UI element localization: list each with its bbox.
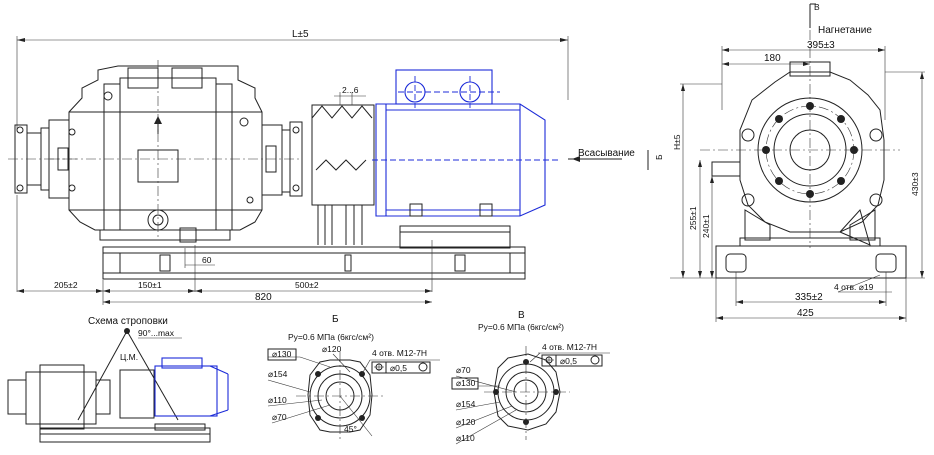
- motor-base: [399, 225, 511, 249]
- inlet-flange-left: [8, 119, 80, 199]
- dim-335: 335±2: [795, 292, 823, 303]
- overall-length-label: L±5: [292, 29, 309, 40]
- dim-395: 395±3: [807, 40, 835, 51]
- flange-view-v: В Pу=0.6 МПа (6кгс/см²) 4 отв. М12-7Н ⌀0…: [451, 310, 610, 445]
- view-b-title: Б: [332, 314, 339, 325]
- end-view-base: [715, 245, 907, 279]
- dim-150: 150±1: [138, 280, 162, 290]
- flange-view-b: Б Pу=0.6 МПа (6кгс/см²) ⌀130 ⌀154 ⌀110 ⌀…: [267, 314, 440, 442]
- discharge-label: Нагнетание: [818, 25, 872, 36]
- coupling: 2...6: [311, 85, 375, 245]
- sling-title: Схема строповки: [88, 316, 168, 327]
- b-d130: ⌀130: [272, 349, 292, 359]
- pressure-v: Pу=0.6 МПа (6кгс/см²): [478, 322, 564, 332]
- v-d70: ⌀70: [456, 365, 471, 375]
- dim-425: 425: [797, 308, 814, 319]
- v-d130: ⌀130: [456, 378, 476, 388]
- pressure-b: Pу=0.6 МПа (6кгс/см²): [288, 332, 374, 342]
- sling-angle: 90°...max: [138, 328, 175, 338]
- v-d110: ⌀110: [456, 433, 475, 443]
- outlet-flange-right: [261, 121, 303, 197]
- dim-430: 430±3: [910, 172, 920, 196]
- dim-820: 820: [255, 292, 272, 303]
- b-holes-label: 4 отв. М12-7Н: [372, 348, 427, 358]
- side-view: L±5: [8, 29, 664, 305]
- dim-h: H±5: [672, 134, 682, 150]
- dim-500: 500±2: [295, 280, 319, 290]
- base-frame: [102, 246, 526, 280]
- view-v-marker: В: [814, 2, 820, 12]
- pump-body: [50, 60, 300, 243]
- dim-255: 255±1: [688, 206, 698, 230]
- v-d120: ⌀120: [456, 417, 476, 427]
- b-d70: ⌀70: [272, 412, 287, 422]
- end-view: В Нагнетание 395±3 180: [670, 2, 925, 322]
- b-d154: ⌀154: [268, 369, 288, 379]
- dim-240: 240±1: [701, 214, 711, 238]
- dim-2-6: 2...6: [342, 85, 359, 95]
- b-45: 45°: [344, 424, 357, 434]
- b-d110: ⌀110: [268, 395, 287, 405]
- view-b-marker: Б: [654, 154, 664, 160]
- slinging-scheme: Схема строповки 90°...max Ц.М.: [7, 316, 229, 443]
- v-d154: ⌀154: [456, 399, 476, 409]
- b-d120: ⌀120: [322, 344, 342, 354]
- v-tol: ⌀0,5: [560, 356, 577, 366]
- dim-60: 60: [202, 255, 212, 265]
- electric-motor: [372, 69, 560, 217]
- v-holes-label: 4 отв. М12-7Н: [542, 342, 597, 352]
- suction-label: Всасывание: [578, 148, 635, 159]
- holes-19-label: 4 отв. ⌀19: [834, 282, 874, 292]
- dim-205: 205±2: [54, 280, 78, 290]
- b-tol: ⌀0,5: [390, 363, 407, 373]
- dim-180: 180: [764, 53, 781, 64]
- sling-cm: Ц.М.: [120, 352, 138, 362]
- view-v-title: В: [518, 310, 525, 321]
